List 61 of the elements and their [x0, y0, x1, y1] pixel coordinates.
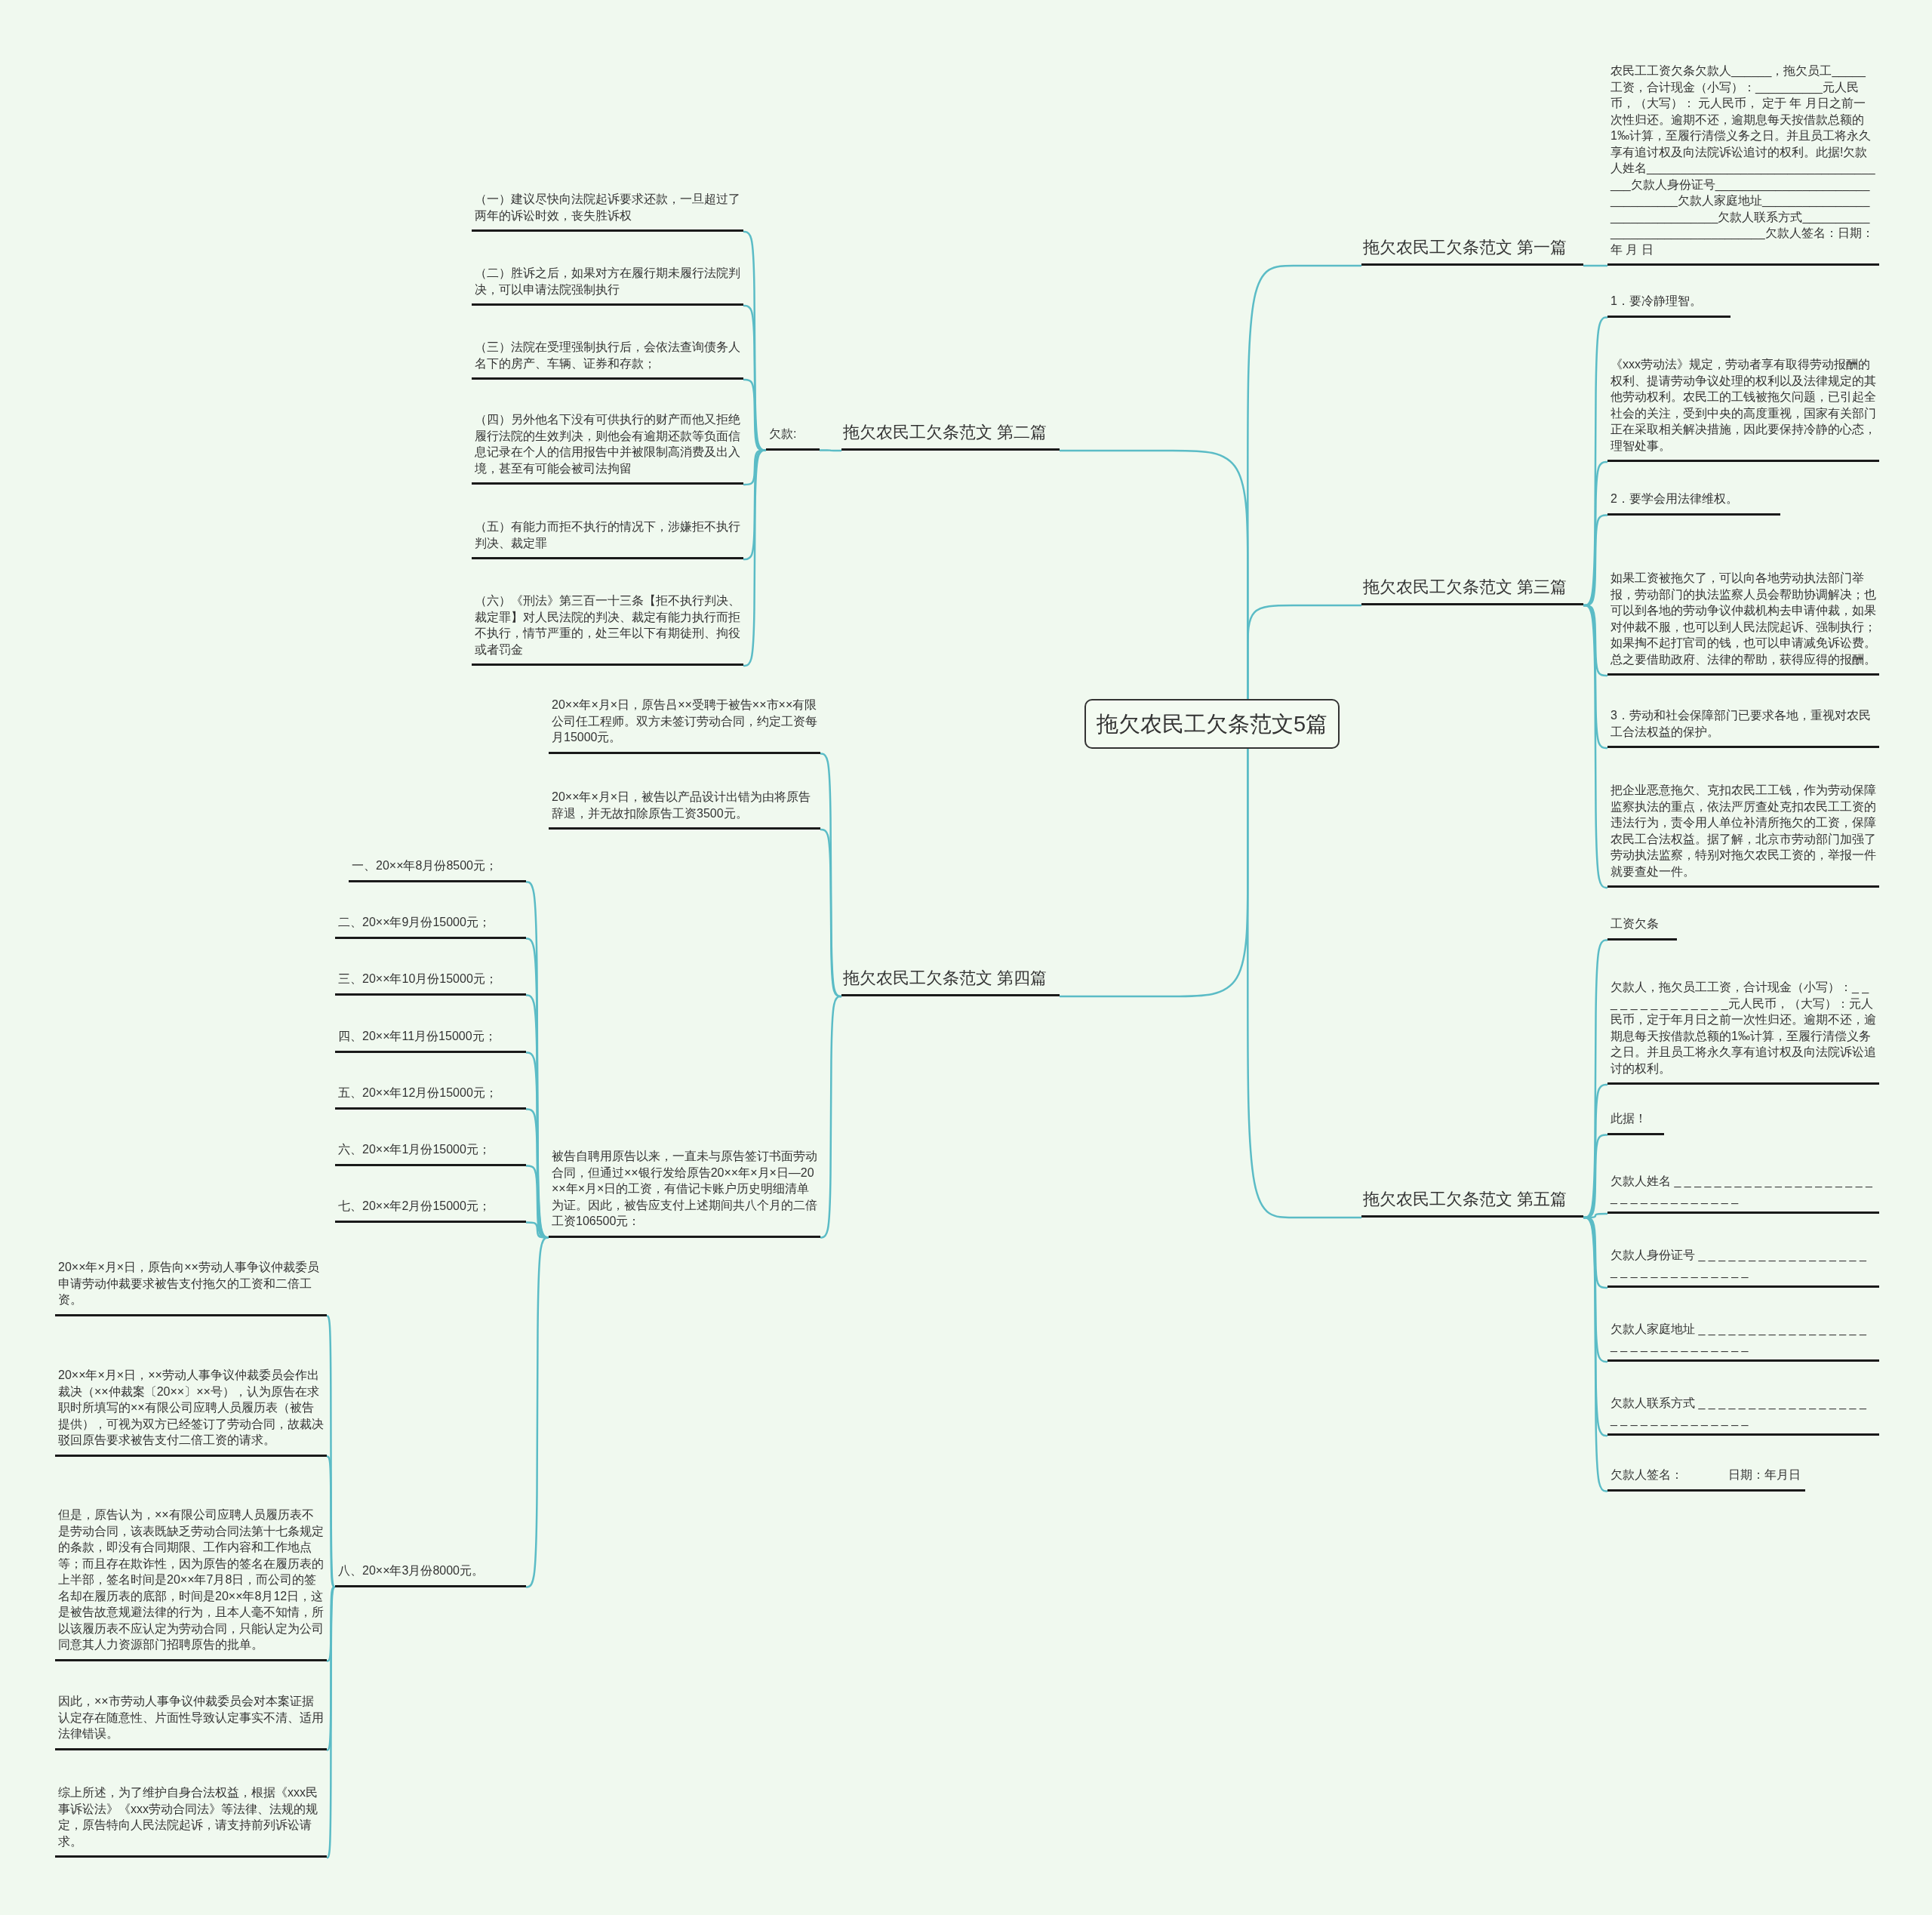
connector-line [743, 449, 766, 667]
topic-text: （四）另外他名下没有可供执行的财产而他又拒绝履行法院的生效判决，则他会有逾期还款等负面信息记录在个人的信用报告中并被限制高消费及出入境，甚至有可能会被司法拘留 [475, 413, 740, 475]
branch-title: 拖欠农民工欠条范文 第五篇 [1363, 1190, 1567, 1208]
topic-text: 1．要冷静理智。 [1611, 294, 1702, 307]
connector-line [1583, 1216, 1608, 1492]
topic-text: 20××年×月×日，××劳动人事争议仲裁委员会作出裁决（××仲裁案〔20××〕××号），认为原告在求职时所填写的××有限公司应聘人员履历表（被告提供），可视为双方已经签订了劳动合同，故裁决驳回原告要求被告支付二倍工资的请求。 [58, 1369, 324, 1446]
topic-text: 三、20××年10月份15000元； [338, 972, 497, 985]
connector-line [326, 1315, 336, 1588]
branch-title: 拖欠农民工欠条范文 第一篇 [1363, 238, 1567, 257]
topic-text: 欠款人身份证号 _ _ _ _ _ _ _ _ _ _ _ _ _ _ _ _ _ _ _ _ _ _ _ _ _ _ _ _ _ _ _ [1611, 1248, 1866, 1278]
topic-text: （五）有能力而拒不执行的情况下，涉嫌拒不执行判决、裁定罪 [475, 520, 740, 550]
connector-line [1583, 604, 1608, 889]
topic-text: 欠款人姓名 _ _ _ _ _ _ _ _ _ _ _ _ _ _ _ _ _ _ _ _ _ _ _ _ _ _ _ _ _ _ _ _ _ [1611, 1175, 1872, 1204]
topic-text: 七、20××年2月份15000元； [338, 1199, 491, 1212]
connector-line [820, 995, 842, 1239]
topic-text: 综上所述，为了维护自身合法权益，根据《xxx民事诉讼法》《xxx劳动合同法》等法律、法规的规定，原告特向人民法院起诉，请支持前列诉讼请求。 [58, 1786, 318, 1848]
topic-text: 但是，原告认为，××有限公司应聘人员履历表不是劳动合同，该表既缺乏劳动合同法第十七条规定的条款，即没有合同期限、工作内容和工作地点等；而且存在欺诈性，因为原告的签名在履历表的上半部，签名时间是20××年7月8日，而公司的签名却在履历表的底部，时间是20××年8月12日，这是被告故意规避法律的行为，且本人毫不知情，所以该履历表不应认定为劳动合同，只能认定为公司同意其人力资源部门招聘原告的批单。 [58, 1508, 324, 1651]
connector-line [525, 1236, 549, 1588]
topic-text: 把企业恶意拖欠、克扣农民工工钱，作为劳动保障监察执法的重点，依法严厉查处克扣农民工工资的违法行为，责令用人单位补清所拖欠的工资，保障农民工合法权益。据了解，北京市劳动部门加强了劳动执法监察，特别对拖欠农民工资的，举报一件就要查处一件。 [1611, 784, 1876, 878]
connector-line [1247, 749, 1361, 1219]
topic-text: 20××年×月×日，原告向××劳动人事争议仲裁委员申请劳动仲裁要求被告支付拖欠的工资和二倍工资。 [58, 1261, 319, 1306]
topic-text: 《xxx劳动法》规定，劳动者享有取得劳动报酬的权利、提请劳动争议处理的权利以及法律规定的其他劳动权利。农民工的工钱被拖欠问题，已引起全社会的关注，受到中央的高度重视，国家有关部门正在采取相关解决措施，因此要保持冷静的心态，理智处事。 [1611, 358, 1876, 452]
topic-text: 六、20××年1月份15000元； [338, 1143, 491, 1156]
topic-text: 20××年×月×日，被告以产品设计出错为由将原告辞退，并无故扣除原告工资3500元。 [552, 790, 811, 820]
topic-text: 2．要学会用法律维权。 [1611, 492, 1738, 505]
topic-text: 欠款人，拖欠员工工资，合计现金（小写）：_ _ _ _ _ _ _ _ _ _ _ _ _ _元人民币，（大写）：元人民币，定于年月日之前一次性归还。逾期不还，逾期息每天按借款总额的1‰计算，至履行清偿义务之日。并且员工将永久享有追讨权及向法院诉讼追讨的权利。 [1611, 981, 1876, 1075]
topic-text: 3．劳动和社会保障部门已要求各地，重视对农民工合法权益的保护。 [1611, 709, 1871, 738]
topic-text: 欠款人联系方式 _ _ _ _ _ _ _ _ _ _ _ _ _ _ _ _ _ _ _ _ _ _ _ _ _ _ _ _ _ _ _ [1611, 1396, 1866, 1426]
topic-text: 欠款: [769, 427, 797, 440]
connector-line [1583, 264, 1607, 267]
connector-line [743, 449, 766, 561]
topic-text: 20××年×月×日，原告吕××受聘于被告××市××有限公司任工程师。双方未签订劳动合同，约定工资每月15000元。 [552, 698, 817, 744]
topic-text: （三）法院在受理强制执行后，会依法查询债务人名下的房产、车辆、证券和存款； [475, 340, 740, 370]
connector-line [326, 1586, 336, 1859]
topic-text: 欠款人签名： [1611, 1467, 1683, 1482]
topic-text: 工资欠条 [1611, 917, 1659, 930]
topic-text: 欠款人家庭地址 _ _ _ _ _ _ _ _ _ _ _ _ _ _ _ _ _ _ _ _ _ _ _ _ _ _ _ _ _ _ _ [1611, 1322, 1866, 1352]
topic-text: 一、20××年8月份8500元； [352, 859, 497, 872]
topic-text: 八、20××年3月份8000元。 [338, 1564, 484, 1577]
topic-text: （六）《刑法》第三百一十三条【拒不执行判决、裁定罪】对人民法院的判决、裁定有能力执行而拒不执行，情节严重的，处三年以下有期徒刑、拘役或者罚金 [475, 594, 740, 656]
connector-line [820, 449, 841, 452]
connector-line [820, 828, 841, 998]
topic-text: 被告自聘用原告以来，一直未与原告签订书面劳动合同，但通过××银行发给原告20××年×月×日—20××年×月×日的工资，有借记卡账户历史明细清单为证。因此，被告应支付上述期间共八个月的二倍工资106500元： [552, 1150, 817, 1227]
topic-text: （一）建议尽快向法院起诉要求还款，一旦超过了两年的诉讼时效，丧失胜诉权 [475, 192, 740, 222]
connector-line [326, 1586, 336, 1662]
branch-title: 拖欠农民工欠条范文 第二篇 [843, 423, 1048, 442]
branch-title: 拖欠农民工欠条范文 第三篇 [1363, 577, 1567, 596]
connector-line [1583, 1216, 1607, 1437]
topic-text: 此据！ [1611, 1112, 1647, 1125]
topic-text: 二、20××年9月份15000元； [338, 916, 491, 928]
branch-title: 拖欠农民工欠条范文 第四篇 [843, 968, 1048, 987]
connector-line [1247, 604, 1361, 699]
central-topic-box [1084, 699, 1340, 749]
topic-text: 因此，××市劳动人事争议仲裁委员会对本案证据认定存在随意性、片面性导致认定事实不清、适用法律错误。 [58, 1695, 324, 1740]
topic-text: 四、20××年11月份15000元； [338, 1030, 497, 1042]
topic-text: 日期：年月日 [1728, 1467, 1801, 1482]
topic-text: （二）胜诉之后，如果对方在履行期未履行法院判决，可以申请法院强制执行 [475, 266, 740, 296]
topic-text: 五、20××年12月份15000元； [338, 1086, 497, 1099]
topic-text: 如果工资被拖欠了，可以向各地劳动执法部门举报，劳动部门的执法监察人员会帮助协调解决；也可以到各地的劳动争议仲裁机构去申请仲裁，如果对仲裁不服，也可以到人民法院起诉、强制执行；如果掏不起打官司的钱，也可以申请减免诉讼费。总之要借助政府、法律的帮助，获得应得的报酬。 [1611, 571, 1876, 666]
central-topic-text: 拖欠农民工欠条范文5篇 [1097, 712, 1328, 736]
topic-text: 农民工工资欠条欠款人______，拖欠员工_____工资，合计现金（小写）：__________元人民币，（大写）： 元人民币， 定于 年 月日之前一次性归还。逾期不还，逾期息每天按借款总额的1‰计算，至履行清偿义务之日。并且员工将永久享有追讨权及向法院诉讼追讨的权利。此据!欠款人姓名_____________________________________欠款人身份证号_________________________________欠款人家庭地址________________________________欠款人联系方式_________________________________欠款人签名：日期：年 月 日 [1611, 64, 1875, 256]
